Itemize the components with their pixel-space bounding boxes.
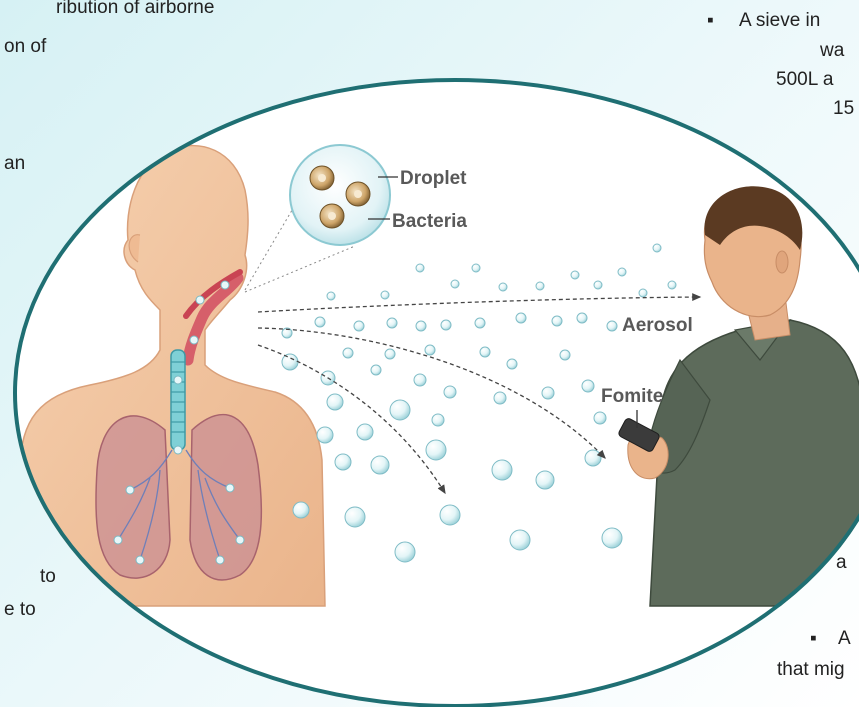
bacteria-label: Bacteria <box>392 211 467 232</box>
magnified-droplet-icon <box>290 145 390 245</box>
droplet-label: Droplet <box>400 168 467 189</box>
aerosol-label: Aerosol <box>622 315 693 336</box>
fomite-label: Fomite <box>601 386 663 407</box>
